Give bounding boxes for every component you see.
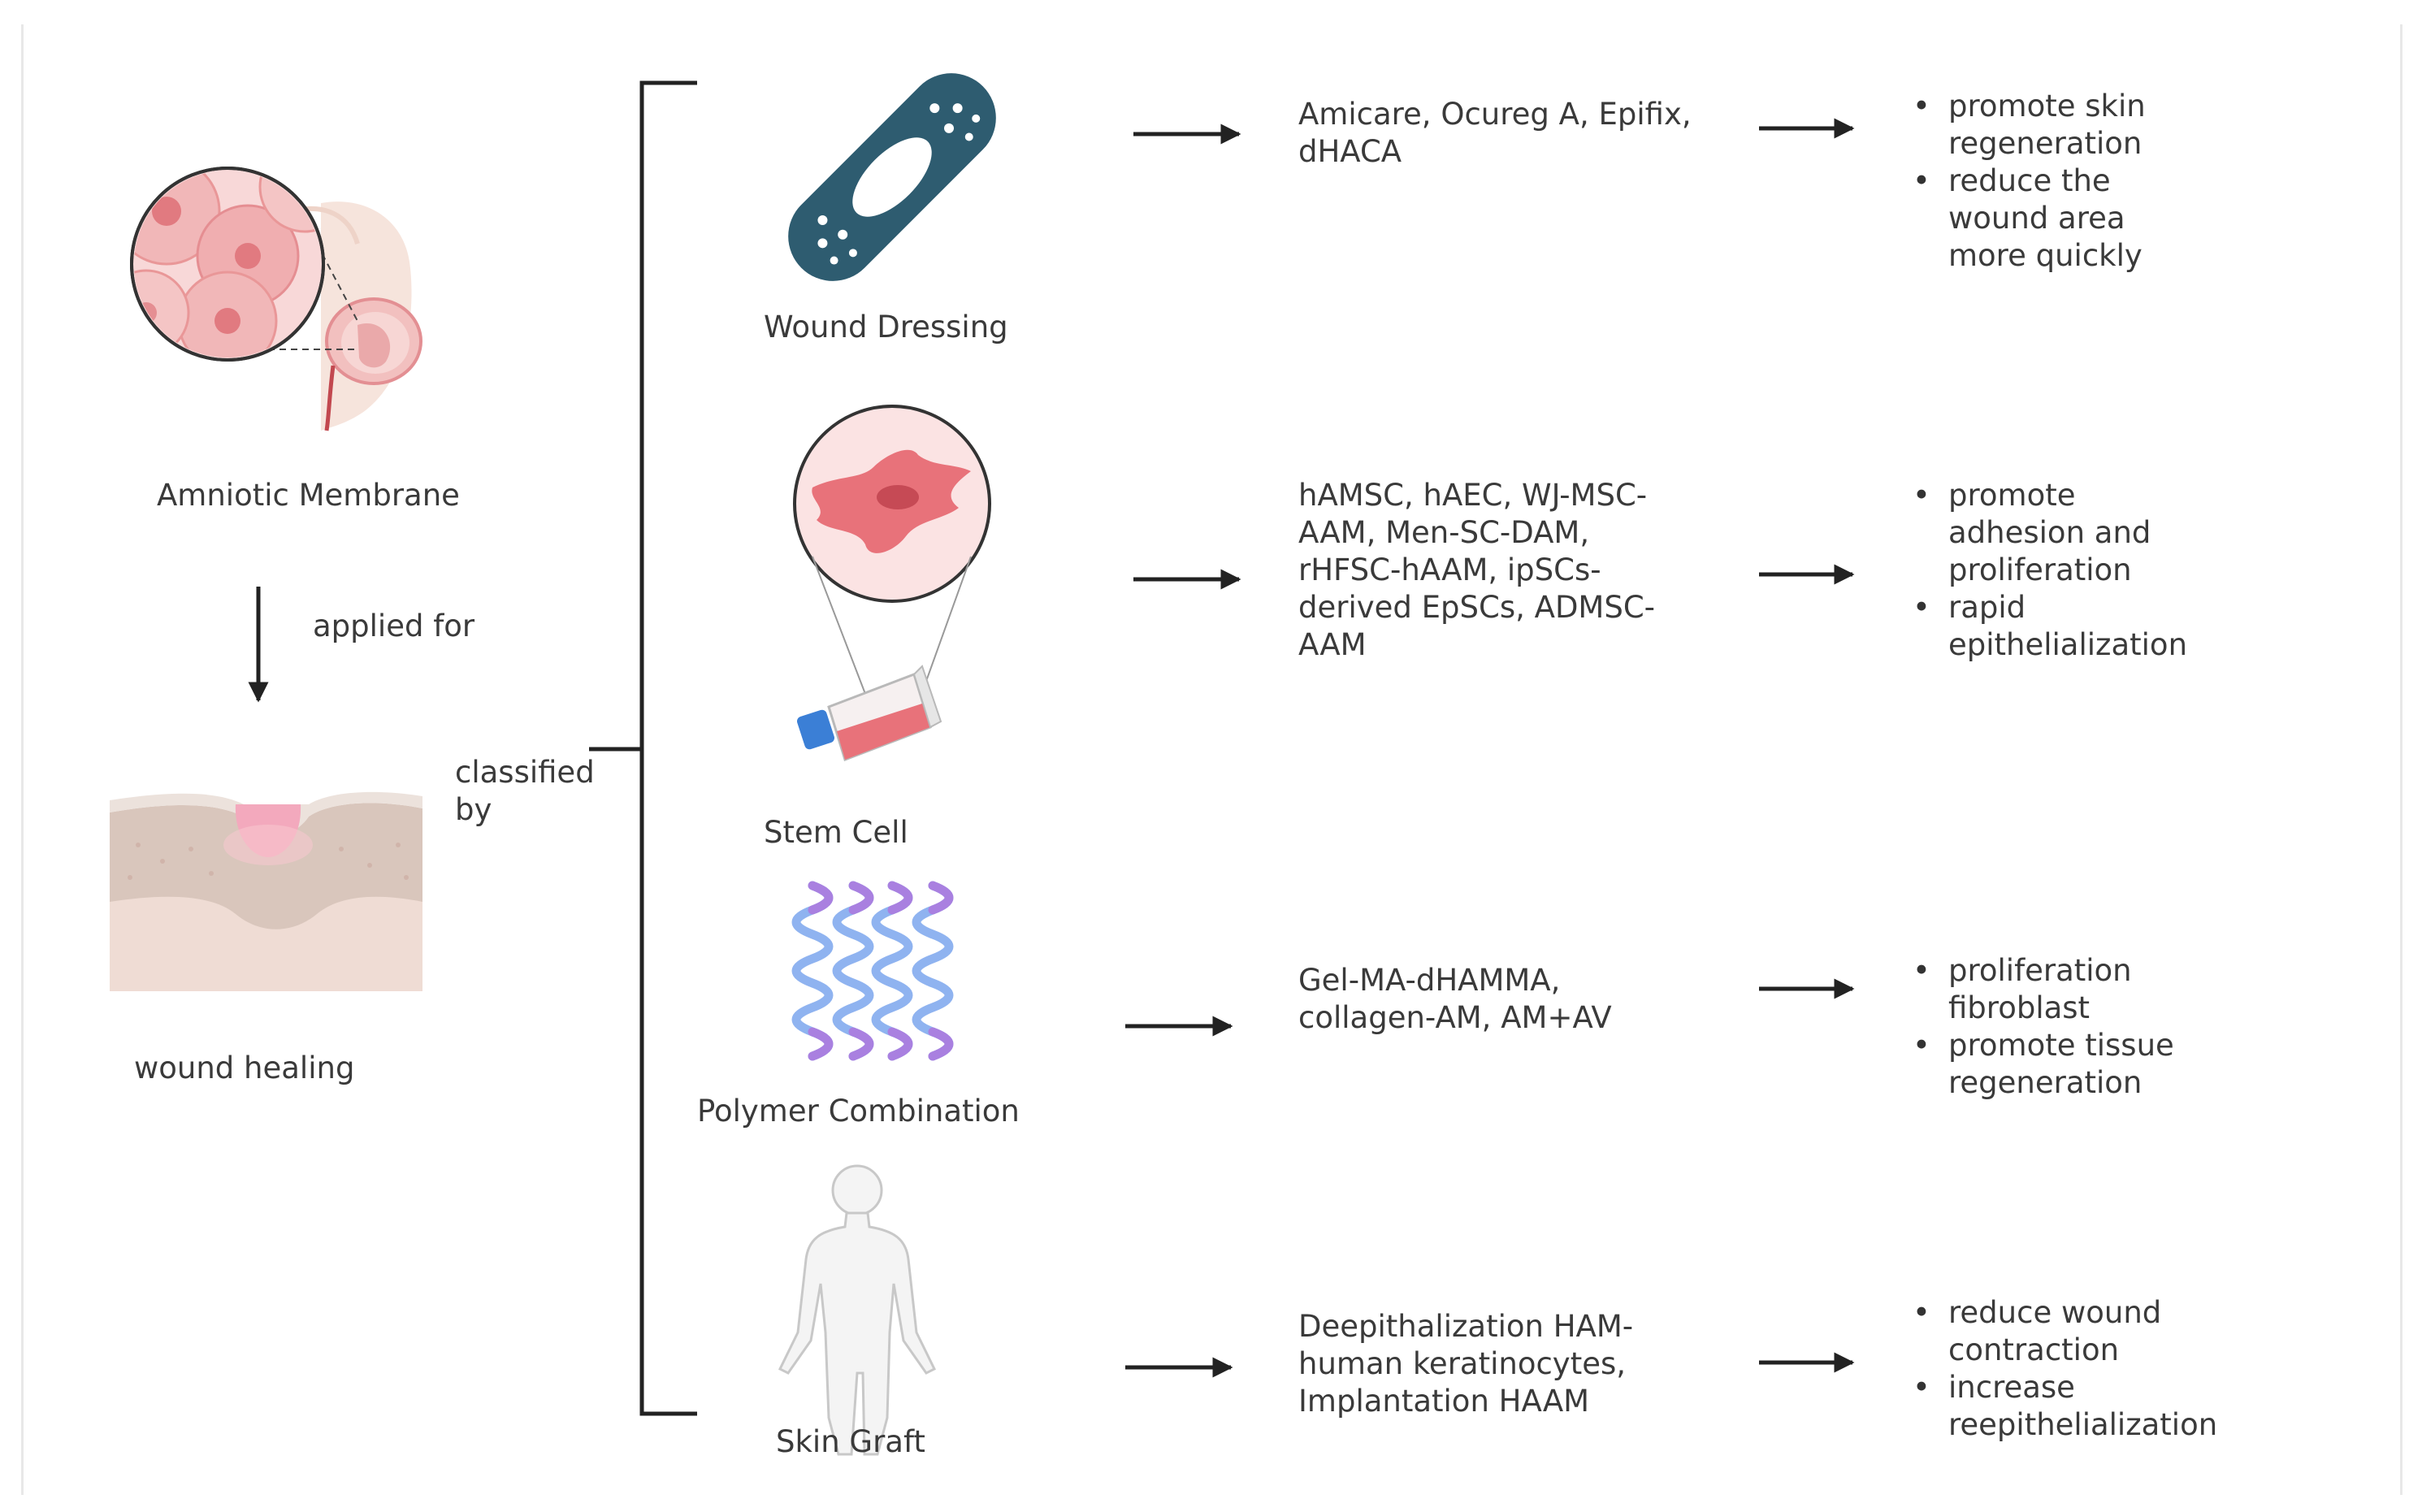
classification-bracket: [589, 80, 697, 1416]
bandage-icon: [788, 73, 996, 281]
amniotic-membrane-icon: [130, 167, 422, 431]
examples-wound-dressing: Amicare, Ocureg A, Epifix, dHACA: [1298, 97, 1692, 169]
effect-arrows: [1759, 118, 1855, 1373]
polymer-strand: [832, 881, 874, 1061]
examples-stem-cell: hAMSC, hAEC, WJ-MSC- AAM, Men-SC-DAM, rH…: [1298, 478, 1656, 662]
category-label-stem-cell: Stem Cell: [764, 815, 908, 850]
polymer-strand: [912, 881, 954, 1061]
polymer-strand-end: [808, 881, 834, 915]
polymer-strand-end: [928, 881, 954, 915]
polymer-strands-icon: [791, 881, 954, 1061]
examples-polymer-combination: Gel-MA-dHAMMA, collagen-AM, AM+AV: [1298, 963, 1612, 1035]
classified-by-label: classified by: [455, 755, 595, 827]
category-label-wound-dressing: Wound Dressing: [764, 310, 1008, 344]
wound-healing-skin-icon: [110, 791, 422, 991]
polymer-strand-end: [808, 1027, 834, 1061]
polymer-strand-end: [887, 881, 913, 915]
category-label-skin-graft: Skin Graft: [776, 1424, 925, 1459]
wound-healing-label: wound healing: [134, 1051, 355, 1085]
polymer-strand: [871, 881, 913, 1061]
human-body-icon: [778, 1164, 937, 1456]
applied-for-label: applied for: [313, 609, 475, 643]
category-label-polymer-combination: Polymer Combination: [697, 1094, 1020, 1129]
example-arrows: [1125, 123, 1241, 1378]
frame-border-right: [2400, 24, 2403, 1495]
examples-skin-graft: Deepithalization HAM- human keratinocyte…: [1298, 1309, 1634, 1419]
polymer-strand: [791, 881, 834, 1061]
frame-border-left: [21, 24, 24, 1495]
polymer-strand-end: [848, 1027, 874, 1061]
polymer-strand-end: [848, 881, 874, 915]
stem-cell-flask-icon: [793, 405, 991, 761]
amniotic-membrane-label: Amniotic Membrane: [157, 478, 460, 513]
polymer-strand-end: [928, 1027, 954, 1061]
polymer-strand-end: [887, 1027, 913, 1061]
